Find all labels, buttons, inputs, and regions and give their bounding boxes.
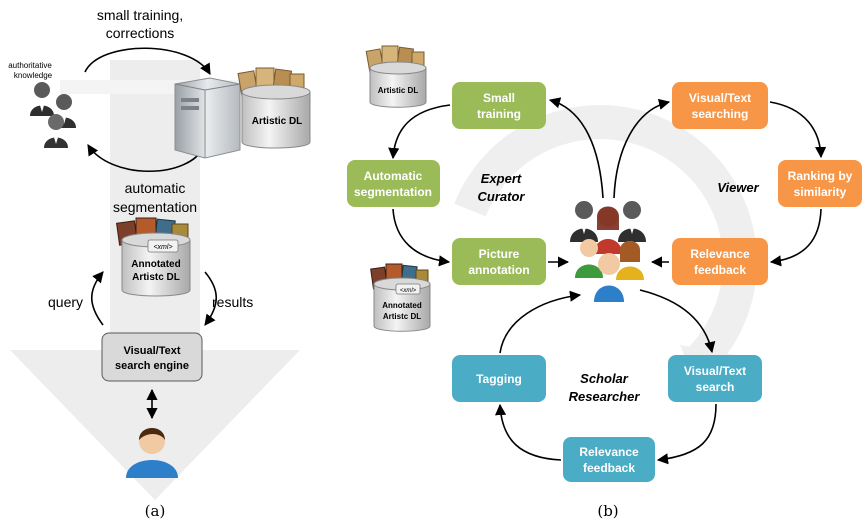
engine-line1: Visual/Text bbox=[123, 345, 180, 357]
arrow-users-to-small bbox=[548, 97, 604, 199]
scholar-label: Scholar bbox=[580, 371, 629, 386]
artistic-dl-label: Artistic DL bbox=[252, 116, 303, 127]
arrow-visual-to-ranking bbox=[769, 101, 827, 159]
relevance-orange-line1: Relevance bbox=[690, 247, 750, 261]
arrow-tagging-to-users bbox=[499, 290, 582, 354]
small-training-label: small training, bbox=[97, 7, 183, 23]
results-label: results bbox=[212, 294, 253, 310]
segmentation-label: segmentation bbox=[113, 199, 197, 215]
arrow-users-to-visual bbox=[613, 98, 671, 199]
users-group-icon bbox=[570, 201, 646, 302]
user-icon bbox=[126, 428, 178, 478]
gray-ring-arrow bbox=[454, 105, 757, 372]
ranking-line2: similarity bbox=[794, 185, 847, 199]
arrow-ranking-to-relevance bbox=[769, 208, 822, 267]
visual-search-orange-line2: searching bbox=[692, 107, 749, 121]
knowledge-label: knowledge bbox=[14, 71, 53, 80]
results-arrow bbox=[204, 271, 218, 326]
experts-group-icon bbox=[30, 82, 76, 148]
relevance-orange-box bbox=[672, 238, 768, 285]
relevance-blue-line1: Relevance bbox=[579, 445, 639, 459]
annotated-dl-can-b-icon bbox=[370, 263, 431, 332]
annotated-dl-can-icon bbox=[115, 217, 191, 297]
viewer-label: Viewer bbox=[717, 180, 759, 195]
arrow-users-to-vts bbox=[639, 289, 716, 354]
picture-ann-box bbox=[452, 238, 546, 285]
small-training-line2: training bbox=[477, 107, 521, 121]
auto-seg-line1: Automatic bbox=[364, 169, 423, 183]
visual-text-search-blue-line2: search bbox=[696, 380, 735, 394]
visual-text-search-blue-box bbox=[668, 355, 762, 402]
auto-seg-line2: segmentation bbox=[354, 185, 432, 199]
artistic-dl-b-label: Artistic DL bbox=[378, 86, 419, 95]
relevance-blue-box bbox=[563, 437, 655, 482]
relevance-blue-line2: feedback bbox=[583, 461, 635, 475]
artistic-dl-can-b-icon bbox=[365, 45, 427, 108]
tagging-label: Tagging bbox=[476, 372, 522, 386]
curator-label: Curator bbox=[478, 189, 526, 204]
panel-a: small training, corrections authoritativ… bbox=[8, 7, 311, 520]
query-arrow bbox=[90, 271, 104, 326]
artistc-dl-label: Artistc DL bbox=[132, 272, 180, 283]
relevance-orange-line2: feedback bbox=[694, 263, 746, 277]
annotated-label: Annotated bbox=[131, 259, 180, 270]
caption-b: (b) bbox=[597, 502, 618, 520]
xml-tag-label: <xml> bbox=[153, 244, 172, 251]
visual-search-orange-box bbox=[672, 82, 768, 129]
search-engine-box bbox=[101, 332, 203, 382]
query-label: query bbox=[48, 294, 83, 310]
auto-seg-box bbox=[347, 160, 440, 207]
tagging-box bbox=[452, 355, 546, 402]
arrow-small-to-seg bbox=[388, 104, 451, 160]
annotated-b-line2: Artistc DL bbox=[383, 312, 421, 321]
panel-b: Artistic DL <xml> Annotated Artistc DL S… bbox=[347, 45, 862, 520]
annotated-b-line1: Annotated bbox=[382, 301, 422, 310]
expert-label: Expert bbox=[481, 171, 522, 186]
small-training-line1: Small bbox=[483, 91, 515, 105]
engine-line2: search engine bbox=[115, 360, 189, 372]
authoritative-label: authoritative bbox=[8, 61, 52, 70]
server-icon bbox=[174, 77, 241, 159]
small-training-box bbox=[452, 82, 546, 129]
visual-search-orange-line1: Visual/Text bbox=[689, 91, 751, 105]
ranking-box bbox=[778, 160, 862, 207]
xml-tag-b-label: <xml> bbox=[400, 288, 417, 294]
ranking-line1: Ranking by bbox=[788, 169, 853, 183]
top-curve-arrow bbox=[84, 47, 211, 75]
visual-text-search-blue-line1: Visual/Text bbox=[684, 364, 746, 378]
arrow-seg-to-annotation bbox=[392, 208, 451, 267]
arrow-relevance-to-tagging bbox=[494, 403, 562, 461]
caption-a: (a) bbox=[145, 502, 166, 520]
artistic-dl-can-icon bbox=[237, 67, 311, 149]
picture-ann-line2: annotation bbox=[468, 263, 529, 277]
corrections-label: corrections bbox=[106, 25, 174, 41]
researcher-label: Researcher bbox=[569, 389, 641, 404]
automatic-label: automatic bbox=[125, 180, 186, 196]
picture-ann-line1: Picture bbox=[479, 247, 520, 261]
arrow-vts-to-relevance bbox=[656, 403, 717, 465]
